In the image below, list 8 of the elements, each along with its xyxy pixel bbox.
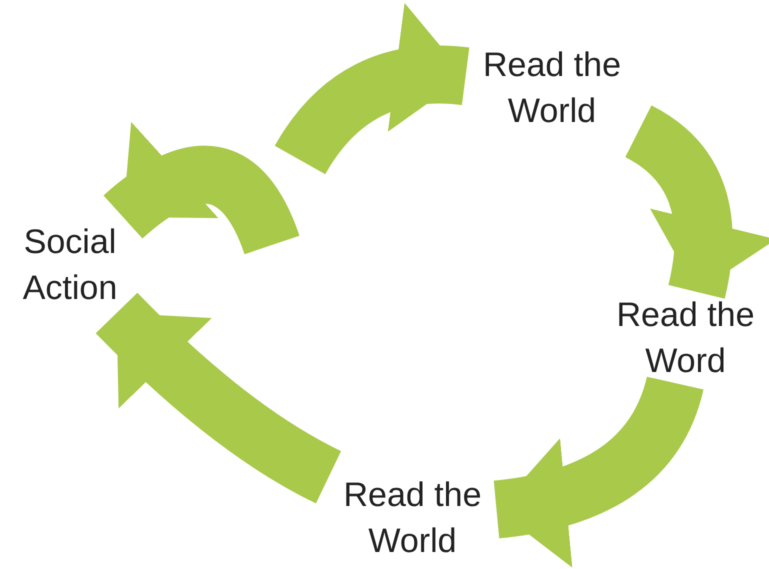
- node-label: Read the World: [482, 44, 622, 132]
- node-label: Social Action: [22, 222, 118, 309]
- curved-arrow: [104, 122, 300, 256]
- node-label: Read the Word: [616, 294, 756, 382]
- curved-arrow: [492, 375, 704, 566]
- curved-arrow: [96, 292, 342, 504]
- curved-arrow: [275, 5, 468, 176]
- node-label: Read the World: [342, 474, 482, 562]
